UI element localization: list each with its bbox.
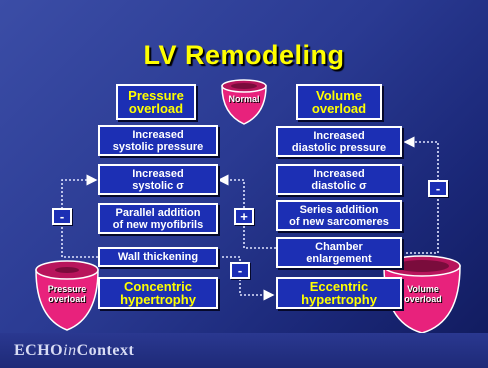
label-line-2: enlargement: [306, 252, 372, 265]
label-line-1: Volume: [407, 284, 439, 294]
normal-heart-label: Normal: [228, 94, 260, 104]
label-line-2: overload: [128, 101, 184, 116]
logo-rest: Context: [76, 342, 135, 359]
label-line-1: Pressure: [47, 284, 87, 294]
middle-minus-sign: -: [230, 262, 250, 279]
plus-sign: +: [234, 208, 254, 225]
footer-bar: [0, 333, 488, 368]
label-line-1: Increased: [313, 167, 365, 180]
label-line-2: systolic σ: [132, 179, 184, 192]
label-line-2: overload: [404, 294, 442, 304]
label-line-2: overload: [48, 294, 86, 304]
logo-bold: ECHO: [14, 342, 64, 359]
footer-logo: ECHOinContext: [14, 342, 134, 360]
left-feedback-minus-sign: -: [52, 208, 72, 225]
label-line-1: Increased: [132, 167, 184, 180]
label-line-1: Increased: [132, 128, 184, 141]
label-line-2: overload: [311, 101, 367, 116]
logo-italic: in: [63, 342, 77, 359]
pressure-overload-heart-icon: [35, 260, 99, 331]
slide-title: LV Remodeling: [143, 40, 345, 70]
normal-heart-icon: [221, 79, 267, 125]
label-line-2: diastolic pressure: [291, 141, 387, 154]
left-feedback-connector: [61, 174, 98, 258]
right-feedback-minus-sign: -: [428, 180, 448, 197]
label-line-1: Series addition: [299, 203, 379, 216]
label-line-1: Parallel addition: [115, 206, 201, 219]
right-feedback-connector: [402, 136, 439, 254]
label-line-1: Pressure: [128, 88, 184, 103]
label-line-1: Chamber: [315, 240, 363, 253]
label-line-2: of new sarcomeres: [289, 215, 389, 228]
wall-thickening-box: Wall thickening: [98, 247, 218, 267]
label: Wall thickening: [117, 251, 199, 263]
label-line-1: Concentric: [124, 279, 192, 294]
label-line-2: hypertrophy: [120, 292, 196, 307]
volume-overload-heart-icon: [383, 255, 461, 334]
label-line-2: systolic pressure: [112, 140, 204, 153]
label-line-2: of new myofibrils: [112, 218, 204, 231]
label-line-1: Increased: [313, 129, 365, 142]
label-line-2: hypertrophy: [301, 292, 377, 307]
label-line-2: diastolic σ: [311, 179, 367, 192]
label-line-1: Volume: [316, 88, 362, 103]
label-line-1: Eccentric: [309, 279, 369, 294]
